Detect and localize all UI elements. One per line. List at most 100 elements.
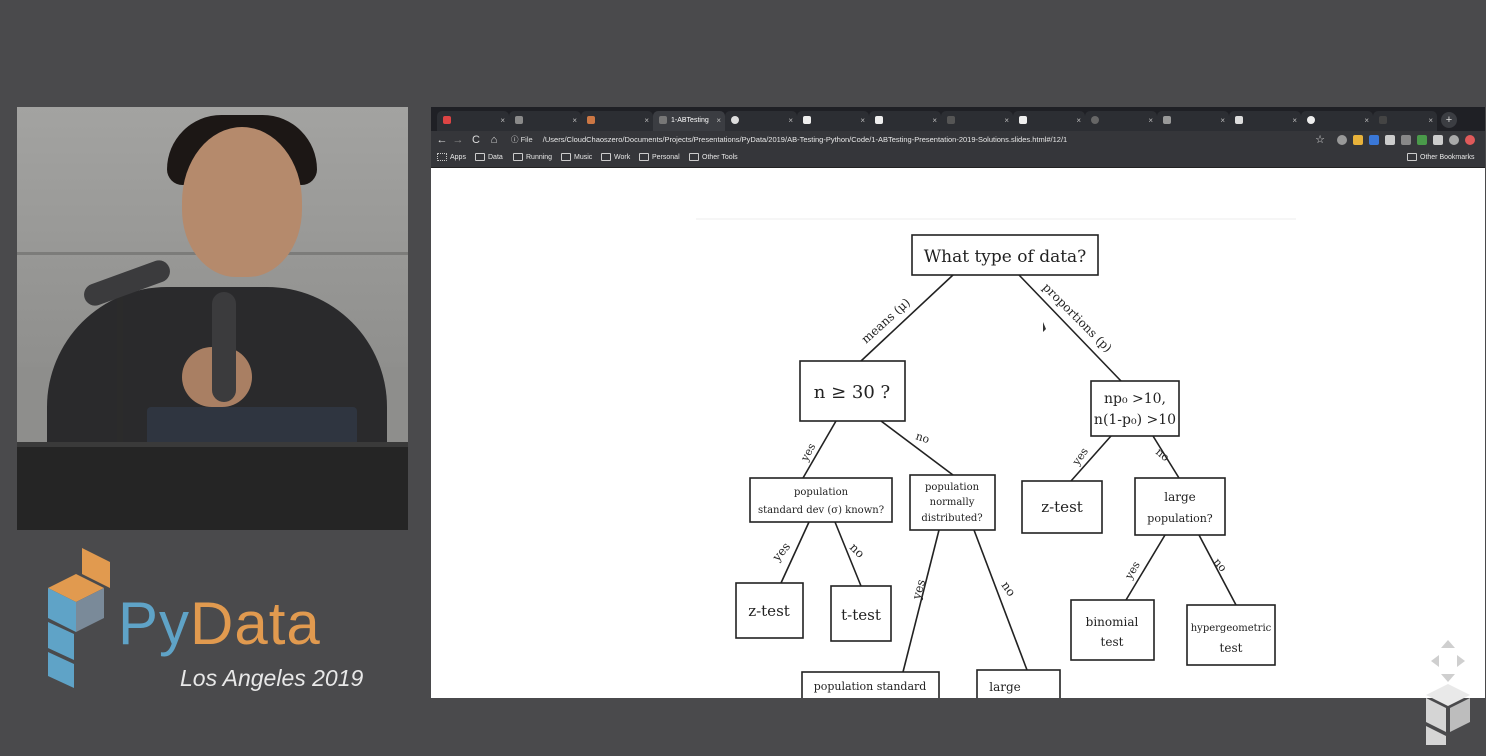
browser-tab[interactable]: × bbox=[581, 111, 653, 131]
pydata-wordmark: PyData bbox=[118, 594, 321, 654]
tab-favicon-icon bbox=[803, 116, 811, 125]
extension-icon[interactable] bbox=[1353, 135, 1363, 145]
extension-icon[interactable] bbox=[1433, 135, 1443, 145]
bookmark-folder[interactable]: Personal bbox=[639, 149, 680, 167]
close-icon[interactable]: × bbox=[1220, 116, 1225, 125]
close-icon[interactable]: × bbox=[860, 116, 865, 125]
edge-root-proportions bbox=[1018, 274, 1122, 382]
ztest-right-box bbox=[1021, 480, 1103, 534]
browser-tab[interactable]: × bbox=[437, 111, 509, 131]
bookmark-folder[interactable]: Other Tools bbox=[689, 149, 738, 167]
tab-favicon-icon bbox=[1307, 116, 1315, 125]
forward-arrow-icon[interactable]: → bbox=[452, 134, 464, 146]
tab-favicon-icon bbox=[1091, 116, 1099, 125]
ztest-text: z-test bbox=[748, 602, 790, 620]
tab-bar: × × × 1-ABTesting× × × × × × × × × × × + bbox=[431, 107, 1485, 131]
close-icon[interactable]: × bbox=[500, 116, 505, 125]
bookmark-other[interactable]: Other Bookmarks bbox=[1407, 149, 1474, 167]
browser-tab[interactable]: × bbox=[1157, 111, 1229, 131]
normal-line2: normally bbox=[930, 497, 975, 508]
close-icon[interactable]: × bbox=[1076, 116, 1081, 125]
browser-tab[interactable]: × bbox=[1373, 111, 1437, 131]
close-icon[interactable]: × bbox=[932, 116, 937, 125]
bookmark-folder[interactable]: Data bbox=[475, 149, 503, 167]
edge-n30-yes bbox=[802, 420, 837, 479]
reload-icon[interactable]: C bbox=[472, 134, 480, 146]
edge-label-no: no bbox=[914, 429, 931, 446]
edge-label-yes: yes bbox=[798, 441, 819, 465]
tab-favicon-icon bbox=[1235, 116, 1243, 125]
edge-sigma-no bbox=[834, 521, 862, 587]
bookmark-folder[interactable]: Work bbox=[601, 149, 630, 167]
profile-avatar-icon[interactable] bbox=[1449, 135, 1459, 145]
browser-tab[interactable]: × bbox=[941, 111, 1013, 131]
browser-tab[interactable]: × bbox=[1229, 111, 1301, 131]
address-bar[interactable]: ⓘ File /Users/CloudChaoszero/Documents/P… bbox=[511, 133, 1311, 147]
browser-tab-active[interactable]: 1-ABTesting× bbox=[653, 111, 725, 131]
browser-tab[interactable]: × bbox=[509, 111, 581, 131]
close-icon[interactable]: × bbox=[1148, 116, 1153, 125]
extension-icon[interactable] bbox=[1369, 135, 1379, 145]
edge-large-yes bbox=[1125, 534, 1166, 601]
edge-large-no bbox=[1198, 534, 1237, 606]
new-tab-button[interactable]: + bbox=[1441, 112, 1457, 128]
tab-favicon-icon bbox=[443, 116, 451, 125]
edge-label-yes: yes bbox=[769, 540, 793, 565]
normal-line3: distributed? bbox=[921, 513, 982, 524]
tab-favicon-icon bbox=[731, 116, 739, 125]
menu-icon[interactable] bbox=[1465, 135, 1475, 145]
close-icon[interactable]: × bbox=[788, 116, 793, 125]
mic-stand bbox=[117, 292, 123, 447]
large-pop-box bbox=[1134, 477, 1226, 536]
back-arrow-icon[interactable]: ← bbox=[436, 134, 448, 146]
folder-icon bbox=[1407, 153, 1417, 162]
sigma-known-box bbox=[749, 477, 893, 523]
folder-icon bbox=[601, 153, 611, 162]
tab-favicon-icon bbox=[587, 116, 595, 125]
np-line2: n(1-p₀) >10 bbox=[1094, 412, 1176, 428]
edge-label-yes: yes bbox=[1122, 559, 1143, 583]
close-icon[interactable]: × bbox=[1428, 116, 1433, 125]
home-icon[interactable]: ⌂ bbox=[490, 134, 498, 146]
bookmark-folder[interactable]: Running bbox=[513, 149, 552, 167]
bookmark-folder[interactable]: Music bbox=[561, 149, 592, 167]
extension-icon[interactable] bbox=[1401, 135, 1411, 145]
event-subtitle: Los Angeles 2019 bbox=[180, 665, 364, 691]
browser-tab[interactable]: × bbox=[725, 111, 797, 131]
close-icon[interactable]: × bbox=[716, 116, 721, 125]
info-icon[interactable]: ⓘ bbox=[511, 135, 519, 144]
extension-icon[interactable] bbox=[1417, 135, 1427, 145]
close-icon[interactable]: × bbox=[1004, 116, 1009, 125]
binomial-box bbox=[1070, 599, 1155, 661]
folder-icon bbox=[639, 153, 649, 162]
folder-icon bbox=[475, 153, 485, 162]
bottom-right-text: large bbox=[989, 680, 1021, 694]
edge-sigma-yes bbox=[780, 521, 810, 584]
browser-tab[interactable]: × bbox=[1085, 111, 1157, 131]
close-icon[interactable]: × bbox=[1292, 116, 1297, 125]
browser-toolbar: ← → C ⌂ ⓘ File /Users/CloudChaoszero/Doc… bbox=[431, 131, 1485, 149]
browser-tab[interactable]: × bbox=[797, 111, 869, 131]
extension-icon[interactable] bbox=[1337, 135, 1347, 145]
close-icon[interactable]: × bbox=[1364, 116, 1369, 125]
n30-box bbox=[799, 360, 906, 422]
bottom-right-box bbox=[976, 669, 1061, 698]
hypergeometric-line1: hypergeometric bbox=[1191, 623, 1272, 634]
browser-tab[interactable]: × bbox=[869, 111, 941, 131]
extension-icon[interactable] bbox=[1385, 135, 1395, 145]
tab-favicon-icon bbox=[515, 116, 523, 125]
browser-tab[interactable]: × bbox=[1301, 111, 1373, 131]
scheme-label: File bbox=[520, 135, 533, 144]
laptop bbox=[147, 407, 357, 447]
folder-icon bbox=[513, 153, 523, 162]
tab-favicon-icon bbox=[1379, 116, 1387, 125]
bookmark-star-icon[interactable]: ☆ bbox=[1315, 134, 1325, 146]
folder-icon bbox=[561, 153, 571, 162]
close-icon[interactable]: × bbox=[644, 116, 649, 125]
browser-tab[interactable]: × bbox=[1013, 111, 1085, 131]
edge-root-means bbox=[860, 274, 954, 362]
large-line2: population? bbox=[1147, 512, 1213, 525]
handheld-microphone bbox=[212, 292, 236, 402]
bookmark-apps[interactable]: Apps bbox=[437, 149, 466, 167]
close-icon[interactable]: × bbox=[572, 116, 577, 125]
